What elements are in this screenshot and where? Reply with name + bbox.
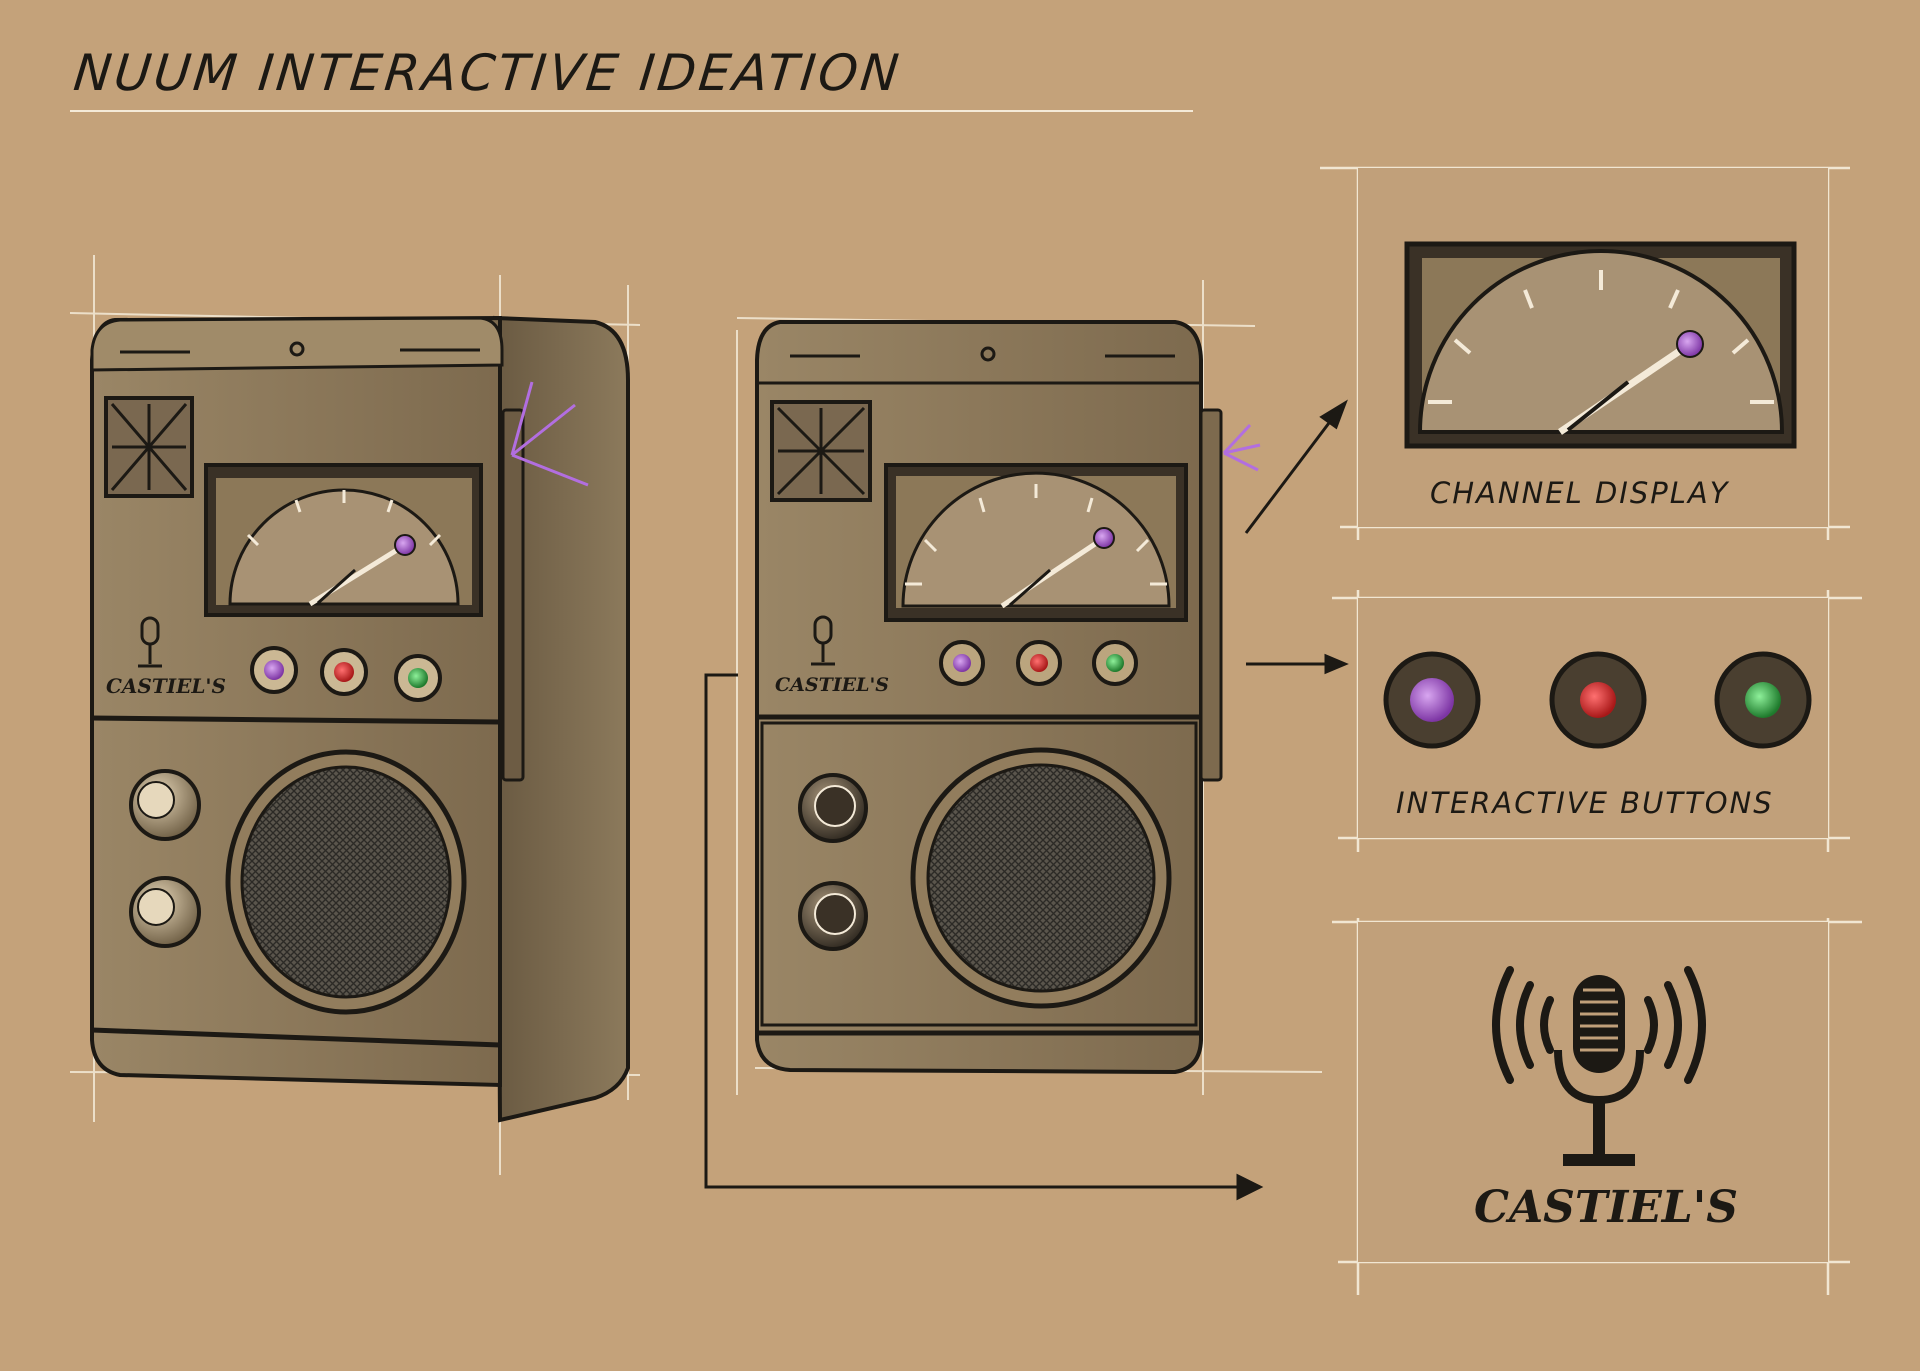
interactive-buttons-detail (1383, 651, 1812, 749)
callout-arrows (704, 399, 1349, 1201)
logo-brand-text: CASTIEL'S (1474, 1182, 1738, 1233)
channel-dial-icon (1404, 241, 1797, 449)
page-title: NUUM INTERACTIVE IDEATION (70, 44, 905, 102)
interactive-buttons-caption: INTERACTIVE BUTTONS (1396, 786, 1774, 820)
radio-perspective-sketch (69, 255, 641, 1175)
channel-display-caption: CHANNEL DISPLAY (1430, 476, 1730, 510)
radio-front-sketch (736, 280, 1323, 1095)
microphone-broadcast-icon (1492, 966, 1706, 1166)
radio-brand-label-front: CASTIEL'S (775, 674, 889, 696)
radio-brand-label: CASTIEL'S (106, 674, 226, 698)
